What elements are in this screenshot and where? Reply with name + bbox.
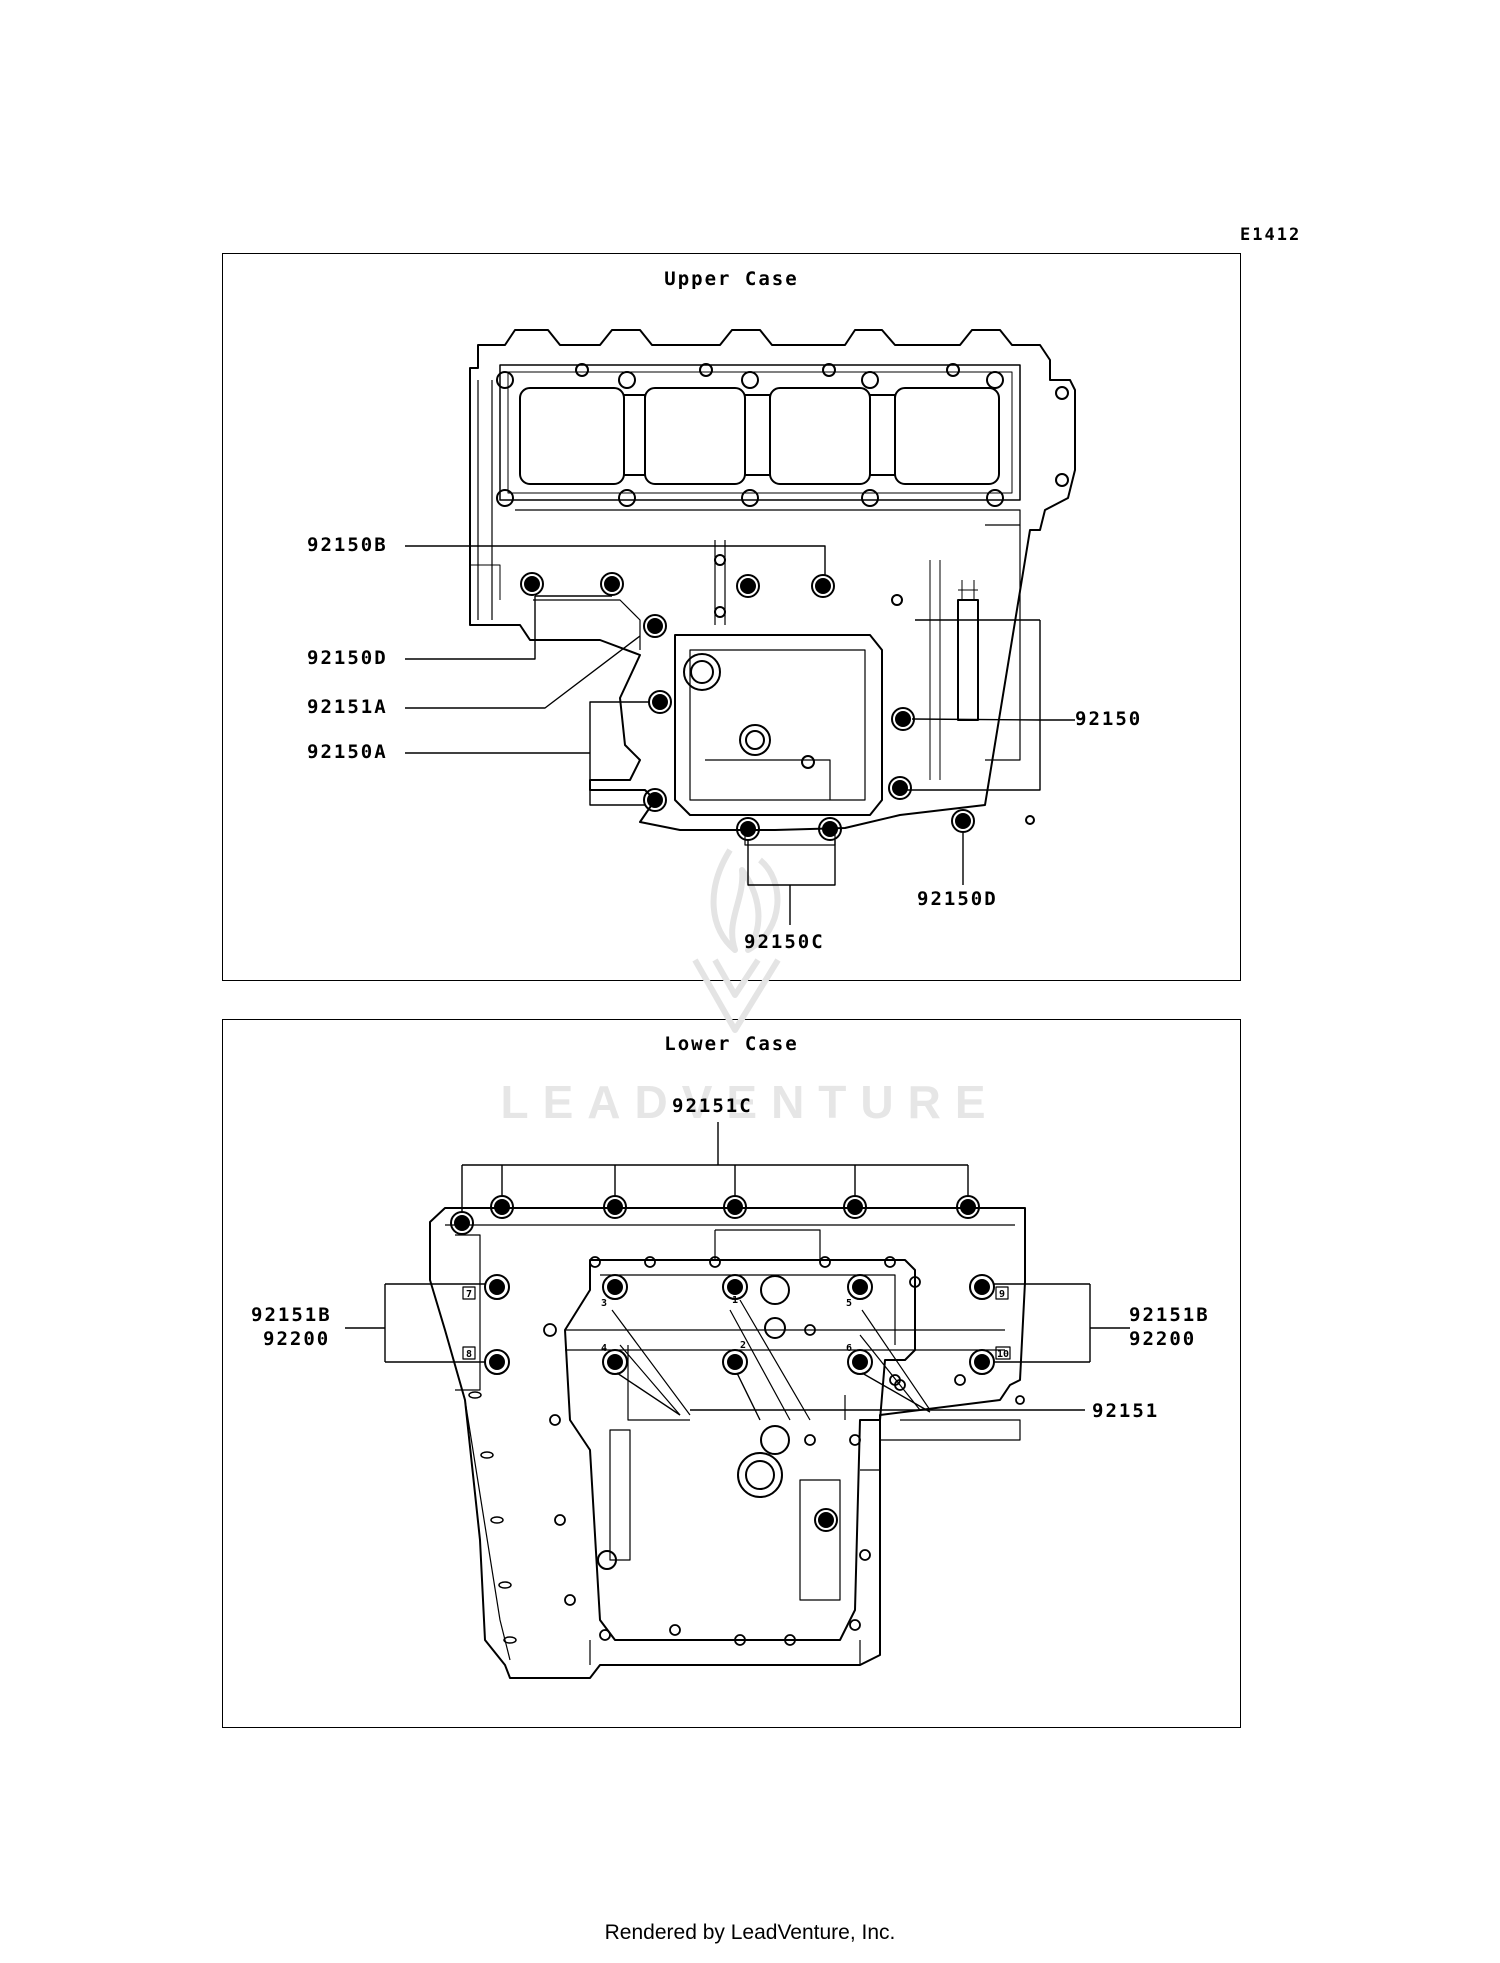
label-92150D-right: 92150D: [917, 888, 998, 910]
label-92150A: 92150A: [307, 741, 388, 763]
bolt-number-1: 1: [732, 1295, 738, 1306]
label-92150B: 92150B: [307, 534, 388, 556]
label-92151B-right: 92151B: [1129, 1304, 1210, 1326]
bolt-number-10: 10: [997, 1349, 1009, 1360]
label-92200-right: 92200: [1129, 1328, 1197, 1350]
upper-case-drawing: [469, 329, 1076, 846]
watermark-logo: [692, 848, 781, 1033]
label-92200-left: 92200: [263, 1328, 331, 1350]
bolt-number-2: 2: [740, 1340, 746, 1351]
upper-case-panel: Upper Case: [222, 253, 1241, 981]
lower-case-drawing: [429, 1195, 1026, 1679]
watermark-text: LEADVENTURE: [500, 1076, 1000, 1128]
label-92150C: 92150C: [744, 931, 825, 953]
lower-case-title: Lower Case: [664, 1033, 799, 1055]
bolt-number-8: 8: [466, 1349, 472, 1360]
label-92150: 92150: [1075, 708, 1143, 730]
upper-case-title: Upper Case: [664, 268, 799, 290]
label-92151: 92151: [1092, 1400, 1160, 1422]
footer-credit: Rendered by LeadVenture, Inc.: [604, 1921, 896, 1944]
bolt-number-4: 4: [601, 1343, 607, 1354]
bolt-number-9: 9: [999, 1289, 1005, 1300]
diagram-code: E1412: [1240, 225, 1302, 245]
label-92151B-left: 92151B: [251, 1304, 332, 1326]
bolt-number-3: 3: [601, 1298, 607, 1309]
lower-case-leader-lines: [345, 1122, 1130, 1421]
bolt-number-5: 5: [846, 1298, 852, 1309]
bolt-number-6: 6: [846, 1343, 852, 1354]
upper-case-leader-lines: [405, 545, 1075, 925]
label-92150D-left: 92150D: [307, 647, 388, 669]
label-92151C: 92151C: [672, 1095, 753, 1117]
label-92151A: 92151A: [307, 696, 388, 718]
bolt-number-7: 7: [466, 1289, 472, 1300]
